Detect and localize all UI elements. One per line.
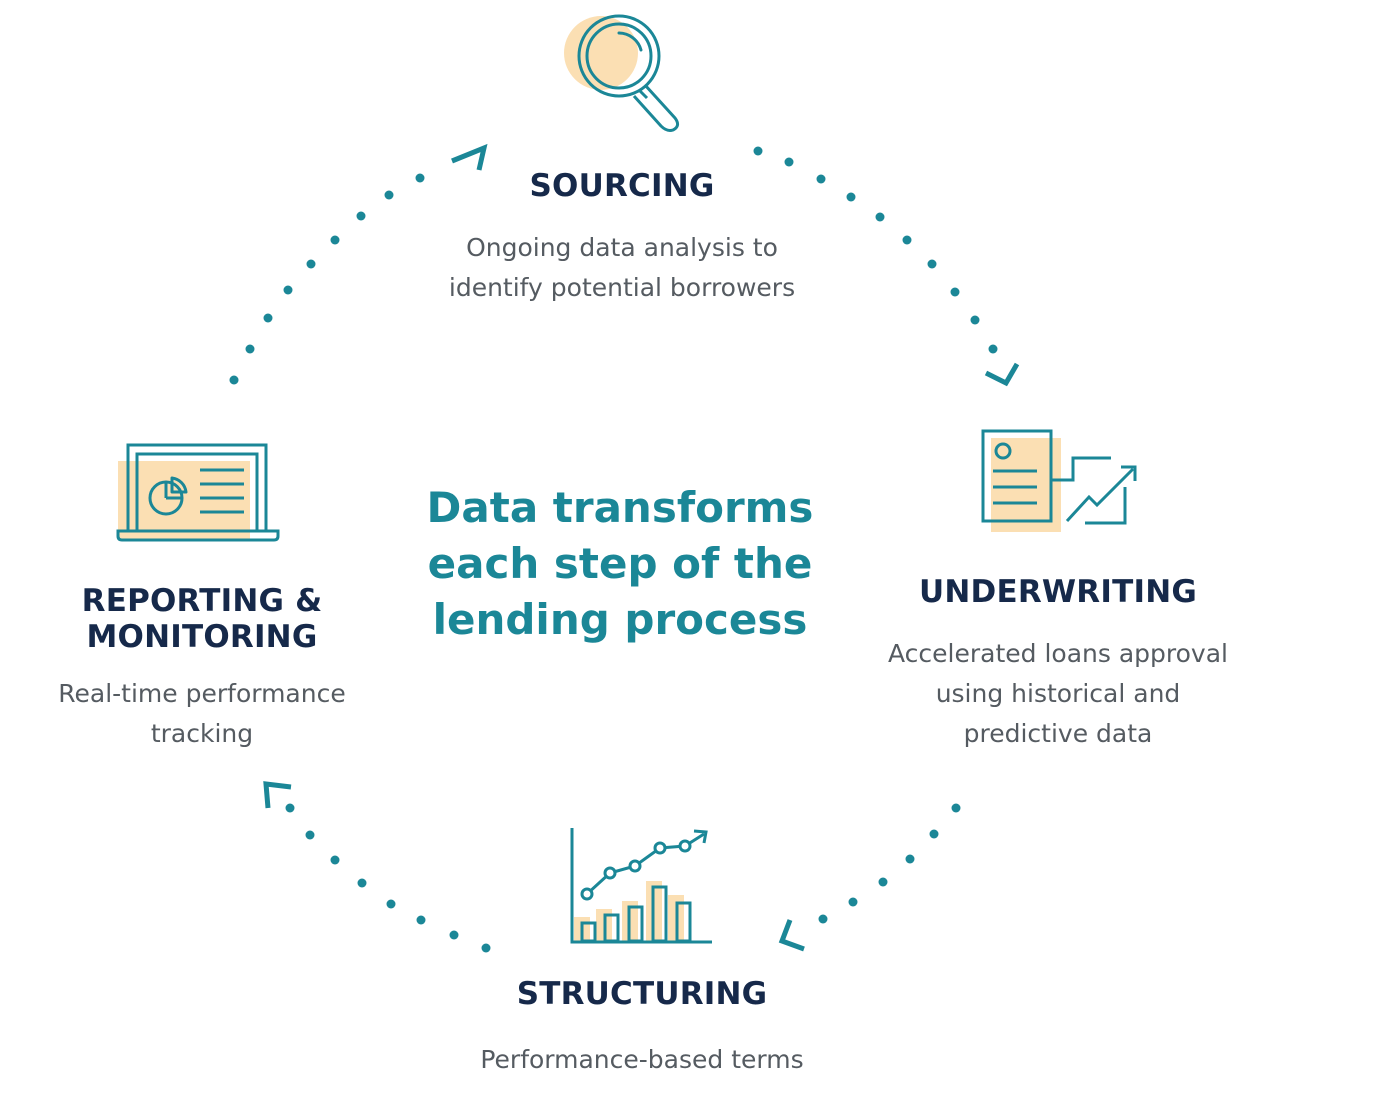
underwriting-desc-line-2: using historical and: [935, 679, 1181, 708]
sourcing-description: Ongoing data analysis to identify potent…: [372, 228, 872, 308]
structuring-description: Performance-based terms: [402, 1040, 882, 1080]
sourcing-desc-line-2: identify potential borrowers: [448, 273, 796, 302]
dotted-arc-structuring-to-reporting: [285, 803, 491, 953]
underwriting-description: Accelerated loans approval using histori…: [848, 634, 1268, 754]
dotted-arc-underwriting-to-structuring: [818, 803, 961, 924]
sourcing-desc-line-1: Ongoing data analysis to: [466, 233, 778, 262]
reporting-desc-line-1: Real-time performance: [58, 679, 346, 708]
reporting-monitoring-title: REPORTING & MONITORING: [42, 583, 362, 655]
structuring-title: STRUCTURING: [516, 976, 768, 1012]
dotted-arc-reporting-to-sourcing: [229, 173, 425, 385]
arrowhead-to-sourcing: [451, 143, 488, 171]
reporting-desc-line-2: tracking: [150, 719, 254, 748]
reporting-description: Real-time performance tracking: [22, 674, 382, 754]
magnifying-glass-icon: [564, 14, 680, 132]
laptop-dashboard-icon: [116, 443, 280, 542]
underwriting-desc-line-3: predictive data: [963, 719, 1153, 748]
underwriting-title: UNDERWRITING: [919, 574, 1197, 610]
dotted-arc-sourcing-to-underwriting: [753, 146, 998, 354]
center-heading-line-3: lending process: [432, 595, 808, 644]
reporting-title-line-2: MONITORING: [86, 619, 318, 655]
center-heading: Data transforms each step of the lending…: [400, 480, 840, 648]
sourcing-title: SOURCING: [529, 168, 715, 204]
center-heading-line-1: Data transforms: [426, 483, 814, 532]
structuring-desc-line-1: Performance-based terms: [480, 1045, 804, 1074]
arrowhead-to-structuring: [778, 919, 805, 952]
arrowhead-to-reporting: [263, 781, 292, 809]
center-heading-line-2: each step of the: [427, 539, 813, 588]
reporting-title-line-1: REPORTING &: [81, 583, 323, 619]
bar-line-chart-icon: [570, 828, 712, 944]
document-growth-chart-icon: [981, 429, 1137, 532]
underwriting-desc-line-1: Accelerated loans approval: [888, 639, 1228, 668]
arrowhead-to-underwriting: [984, 362, 1020, 387]
